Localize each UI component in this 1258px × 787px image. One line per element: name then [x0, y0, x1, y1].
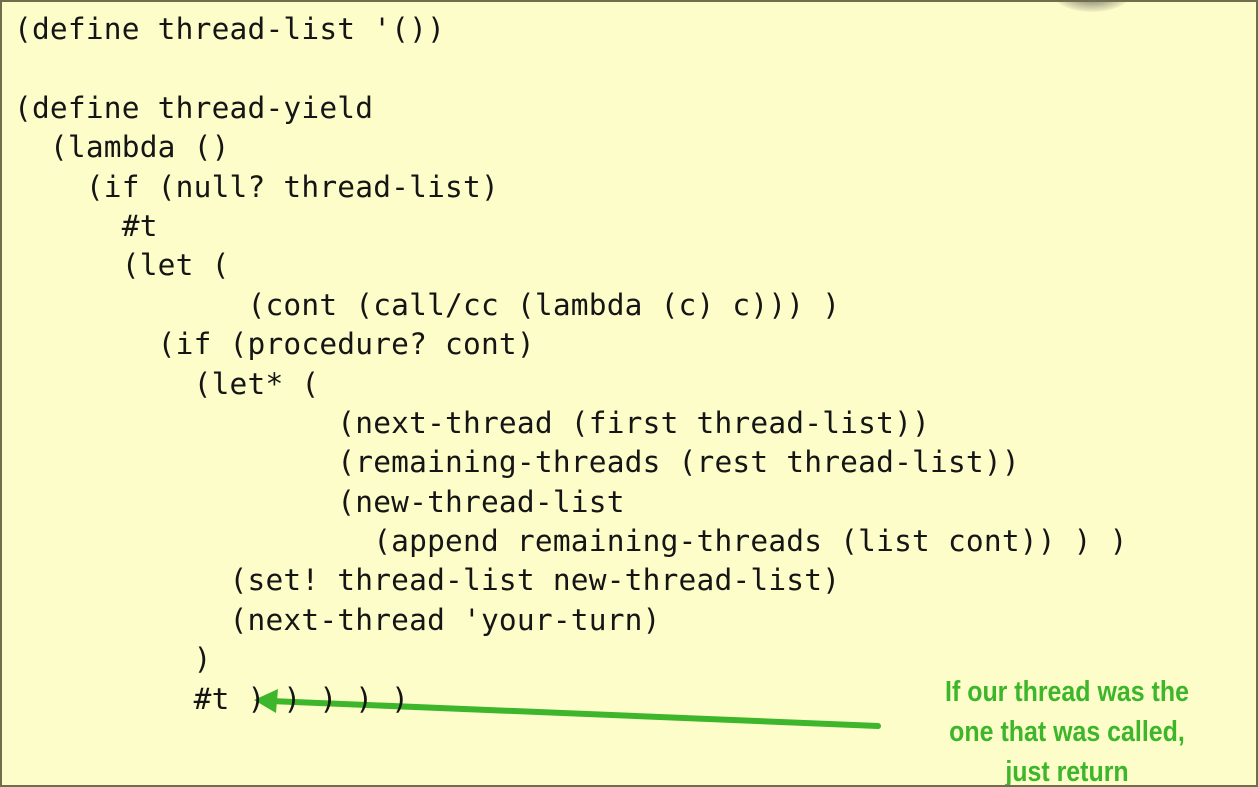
- code-line: (append remaining-threads (list cont)) )…: [14, 524, 1128, 559]
- code-line: (next-thread 'your-turn): [14, 602, 661, 637]
- code-line: #t ) ) ) ) ): [14, 681, 410, 716]
- code-line: (if (procedure? cont): [14, 327, 535, 362]
- annotation-line: just return: [1005, 756, 1129, 785]
- code-block: (define thread-list '()) (define thread-…: [14, 10, 1128, 719]
- code-line: [14, 49, 1128, 88]
- cursor-shadow: [1052, 2, 1132, 12]
- annotation-line: one that was called,: [949, 716, 1185, 748]
- code-line: (let* (: [14, 366, 320, 401]
- code-line: (let (: [14, 248, 230, 283]
- code-line: (define thread-list '()): [14, 12, 446, 46]
- annotation-line: If our thread was the: [945, 676, 1189, 708]
- code-line: (next-thread (first thread-list)): [14, 405, 930, 440]
- code-line: (remaining-threads (rest thread-list)): [14, 445, 1020, 480]
- code-line: #t: [14, 208, 158, 243]
- code-line: ): [14, 642, 212, 677]
- annotation-text: If our thread was the one that was calle…: [908, 672, 1226, 785]
- code-line: (if (null? thread-list): [14, 169, 499, 204]
- code-line: (new-thread-list: [14, 484, 625, 519]
- code-line: (set! thread-list new-thread-list): [14, 563, 841, 598]
- code-line: (define thread-yield: [14, 90, 374, 125]
- code-line: (cont (call/cc (lambda (c) c))) ): [14, 287, 841, 322]
- code-line: (lambda (): [14, 130, 230, 165]
